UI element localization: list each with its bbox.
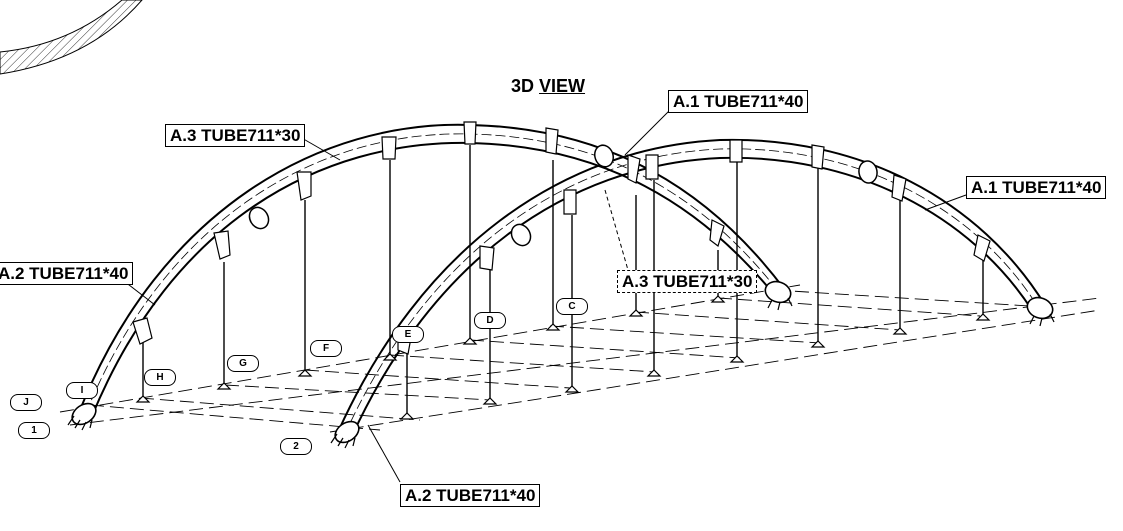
grid-label-i: I bbox=[66, 382, 98, 399]
label-a1-right: A.1 TUBE711*40 bbox=[966, 176, 1107, 199]
arch-a bbox=[79, 123, 786, 417]
hanger-brackets bbox=[132, 121, 991, 355]
label-a3-top: A.3 TUBE711*30 bbox=[165, 124, 306, 147]
grid-label-c: C bbox=[556, 298, 588, 315]
label-a2-bottom: A.2 TUBE711*40 bbox=[400, 484, 541, 507]
ground-grid bbox=[59, 284, 1101, 433]
leader-lines bbox=[119, 107, 967, 483]
label-a2-left: A.2 TUBE711*40 bbox=[0, 262, 134, 285]
anchor-bolts bbox=[67, 297, 1055, 449]
grid-label-f: F bbox=[310, 340, 342, 357]
grid-label-g: G bbox=[227, 355, 259, 372]
label-a3-mid: A.3 TUBE711*30 bbox=[617, 270, 758, 293]
grid-label-2: 2 bbox=[280, 438, 312, 455]
arch-b bbox=[337, 138, 1046, 437]
view-title-prefix: 3D bbox=[511, 76, 540, 96]
hanger-bases bbox=[135, 295, 991, 420]
grid-label-d: D bbox=[474, 312, 506, 329]
grid-label-1: 1 bbox=[18, 422, 50, 439]
view-title: 3D VIEW bbox=[511, 76, 585, 97]
grid-label-e: E bbox=[392, 326, 424, 343]
arch-openings bbox=[248, 144, 878, 247]
grid-label-h: H bbox=[144, 369, 176, 386]
view-title-underlined: VIEW bbox=[539, 76, 586, 96]
grid-label-j: J bbox=[10, 394, 42, 411]
hatched-section-detail bbox=[0, 0, 143, 75]
arch-end-bases bbox=[71, 280, 1054, 444]
label-a1-top: A.1 TUBE711*40 bbox=[668, 90, 809, 113]
